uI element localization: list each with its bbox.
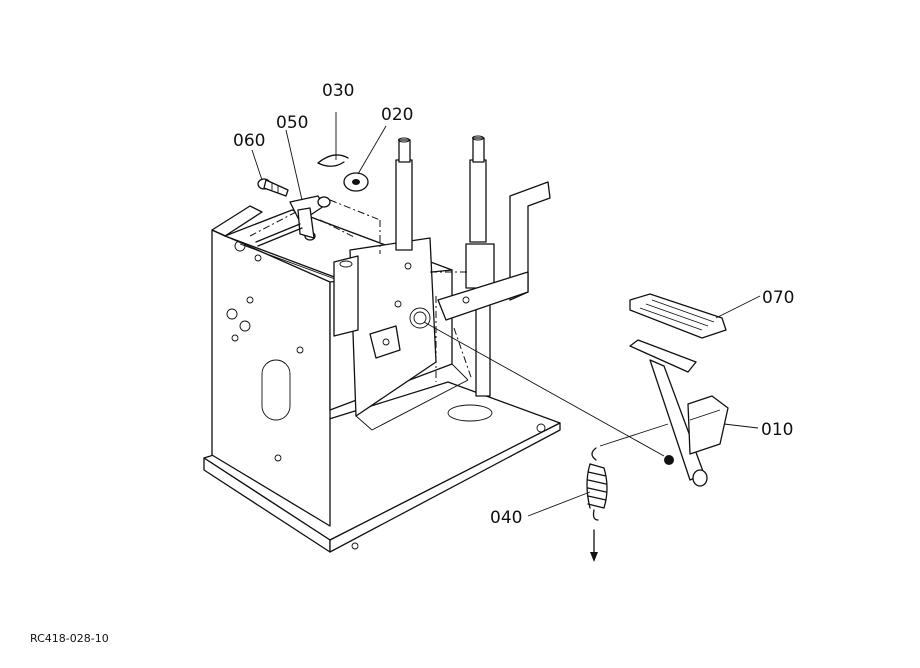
part-label-060: 060 <box>233 131 265 151</box>
pedal-pad-070 <box>629 293 727 339</box>
assembly-guide-lines <box>423 321 669 457</box>
support-rods <box>395 135 495 397</box>
part-label-070: 070 <box>762 288 794 308</box>
right-bracket <box>437 181 551 321</box>
part-label-040: 040 <box>490 508 522 528</box>
return-spring-040 <box>586 447 608 521</box>
pedal-arm-010 <box>629 339 729 487</box>
part-label-020: 020 <box>381 105 413 125</box>
bolt-060 <box>257 178 289 197</box>
washer-020 <box>343 172 369 192</box>
down-arrow-icon <box>590 529 598 562</box>
drawing-reference-code: RC418-028-10 <box>30 632 109 645</box>
leader-lines <box>251 112 761 517</box>
assembly-center-lines <box>249 199 473 382</box>
cotter-pin-030 <box>317 154 349 167</box>
part-label-010: 010 <box>761 420 793 440</box>
pedal-housing-frame <box>203 205 561 553</box>
part-label-050: 050 <box>276 113 308 133</box>
part-label-030: 030 <box>322 81 354 101</box>
clevis-050 <box>255 195 331 247</box>
